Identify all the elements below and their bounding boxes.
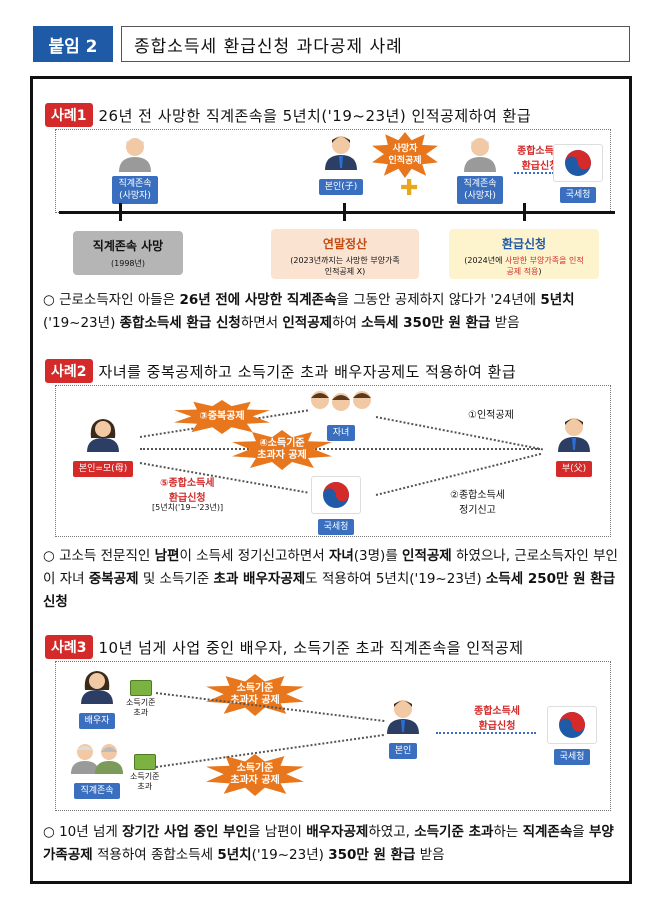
header: 붙임 2 종합소득세 환급신청 과다공제 사례 bbox=[33, 26, 630, 62]
nts-logo-icon bbox=[547, 706, 597, 744]
case2-badge: 사례2 bbox=[45, 359, 93, 383]
case3-self: 본인 bbox=[378, 698, 428, 759]
case1-title: 26년 전 사망한 직계존속을 5년치('19~23년) 인적공제하여 환급 bbox=[98, 106, 532, 125]
businesswoman-icon bbox=[87, 419, 119, 452]
businessman-icon bbox=[387, 700, 419, 734]
elderly-man-icon bbox=[119, 138, 151, 172]
step-refund-years: [5년치('19~'23년)] bbox=[152, 503, 224, 512]
page-title: 종합소득세 환급신청 과다공제 사례 bbox=[121, 26, 630, 62]
timeline-tick bbox=[523, 203, 526, 221]
case1-refund-label: 종합소득세 환급신청 bbox=[517, 146, 563, 172]
attachment-tag: 붙임 2 bbox=[33, 26, 113, 62]
step-regular-filing: ②종합소득세 정기신고 bbox=[450, 490, 505, 516]
timeline-tick bbox=[343, 203, 346, 221]
arrow-over-income bbox=[140, 448, 540, 450]
case1-badge: 사례1 bbox=[45, 103, 93, 127]
plus-icon: ✚ bbox=[400, 176, 419, 201]
case3-diagram: 배우자 소득기준 초과 직계존속 소득기준 초과 소득기준 초과자 공제 소득기… bbox=[55, 661, 611, 811]
case2-nts: 국세청 bbox=[308, 476, 364, 535]
parent-income-note: 소득기준 초과 bbox=[130, 772, 160, 791]
case1-diagram: 직계존속 (사망자) 본인(子) 사망자 인적공제 ✚ 직계존속 (사망자) 종… bbox=[55, 129, 611, 213]
case2-children: 자녀 bbox=[306, 388, 376, 441]
spouse-income-note: 소득기준 초과 bbox=[126, 698, 156, 717]
case1-arrow bbox=[514, 172, 554, 174]
case1-parent-2: 직계존속 (사망자) bbox=[450, 136, 510, 204]
case2-description: ○ 고소득 전문직인 남편이 소득세 정기신고하면서 자녀(3명)를 인적공제 … bbox=[43, 548, 618, 610]
case1-burst: 사망자 인적공제 bbox=[372, 132, 438, 178]
case3-refund-label: 종합소득세 환급신청 bbox=[474, 706, 520, 732]
businessman-icon bbox=[558, 418, 590, 452]
case3-burst-parent: 소득기준 초과자 공제 bbox=[206, 754, 304, 796]
nts-logo-icon bbox=[311, 476, 361, 514]
timeline-box-death: 직계존속 사망 (1998년) bbox=[73, 231, 183, 275]
businessman-icon bbox=[325, 136, 357, 170]
case2-title: 자녀를 중복공제하고 소득기준 초과 배우자공제도 적용하여 환급 bbox=[98, 362, 517, 381]
case3-badge: 사례3 bbox=[45, 635, 93, 659]
step-refund-request: ⑤종합소득세 환급신청 bbox=[160, 478, 215, 504]
case2-mother: 본인=모(母) bbox=[68, 416, 138, 477]
content-frame: 사례1 26년 전 사망한 직계존속을 5년치('19~23년) 인적공제하여 … bbox=[30, 76, 632, 884]
step-personal-deduction: ①인적공제 bbox=[468, 410, 514, 421]
case1-parent: 직계존속 (사망자) bbox=[100, 136, 170, 204]
nts-logo-icon bbox=[553, 144, 603, 182]
case1-self: 본인(子) bbox=[316, 134, 366, 195]
businesswoman-icon bbox=[81, 671, 113, 704]
case3-title: 10년 넘게 사업 중인 배우자, 소득기준 초과 직계존속을 인적공제 bbox=[98, 638, 524, 657]
case1-description: ○ 근로소득자인 아들은 26년 전에 사망한 직계존속을 그동안 공제하지 않… bbox=[43, 292, 575, 331]
arrow-personal bbox=[375, 416, 544, 451]
case3-arrow bbox=[436, 732, 536, 734]
elderly-couple-icon bbox=[71, 744, 123, 774]
case3-heading: 사례3 10년 넘게 사업 중인 배우자, 소득기준 초과 직계존속을 인적공제 bbox=[45, 635, 524, 659]
elderly-man-icon bbox=[464, 138, 496, 172]
case1-heading: 사례1 26년 전 사망한 직계존속을 5년치('19~23년) 인적공제하여 … bbox=[45, 103, 531, 127]
case3-description: ○ 10년 넘게 장기간 사업 중인 부인을 남편이 배우자공제하였고, 소득기… bbox=[43, 824, 614, 863]
children-icon bbox=[311, 391, 371, 411]
case1-nts: 국세청 bbox=[550, 144, 606, 203]
case3-nts: 국세청 bbox=[544, 706, 600, 765]
case3-spouse: 배우자 bbox=[72, 668, 122, 729]
money-icon bbox=[134, 754, 156, 770]
money-icon bbox=[130, 680, 152, 696]
case1-timeline-axis bbox=[59, 211, 615, 214]
case2-diagram: 자녀 본인=모(母) 부(父) 국세청 ③중복공제 bbox=[55, 385, 611, 537]
timeline-box-refund: 환급신청 (2024년에 사망한 부양가족을 인적 공제 적용) bbox=[449, 229, 599, 279]
case2-heading: 사례2 자녀를 중복공제하고 소득기준 초과 배우자공제도 적용하여 환급 bbox=[45, 359, 516, 383]
timeline-box-year-end: 연말정산 (2023년까지는 사망한 부양가족 인적공제 X) bbox=[271, 229, 419, 279]
case2-father: 부(父) bbox=[546, 416, 602, 477]
timeline-tick bbox=[119, 203, 122, 221]
case3-parent: 직계존속 bbox=[66, 742, 128, 799]
